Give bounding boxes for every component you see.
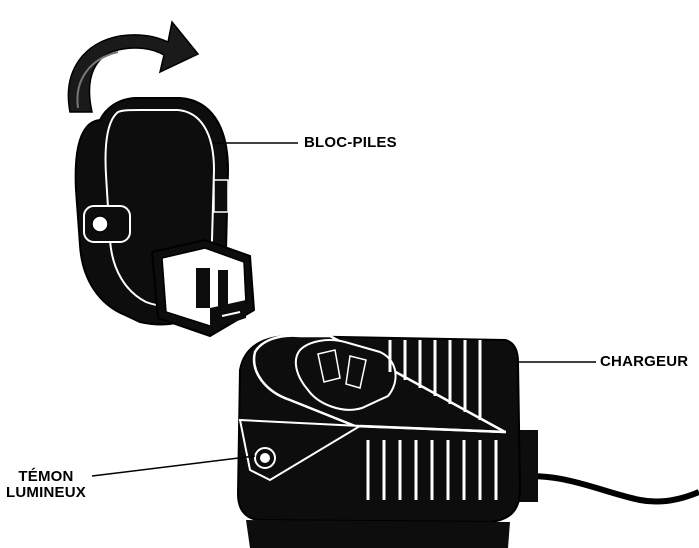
battery-terminal	[150, 238, 256, 338]
battery-pack-label: BLOC-PILES	[304, 134, 397, 151]
indicator-light	[254, 447, 276, 469]
curved-arrow-icon	[67, 20, 200, 113]
indicator-light-label-line2: LUMINEUX	[6, 484, 86, 501]
indicator-light-label: TÉMON LUMINEUX	[6, 469, 86, 501]
charger	[236, 334, 699, 548]
charger-top-vents	[388, 340, 482, 420]
indicator-leader-line	[91, 455, 256, 477]
charger-label: CHARGEUR	[600, 353, 689, 370]
indicator-light-label-line1: TÉMON	[18, 468, 74, 485]
battery-pack	[74, 97, 256, 338]
charger-side-vents	[366, 440, 498, 500]
battery-latch	[83, 205, 131, 243]
